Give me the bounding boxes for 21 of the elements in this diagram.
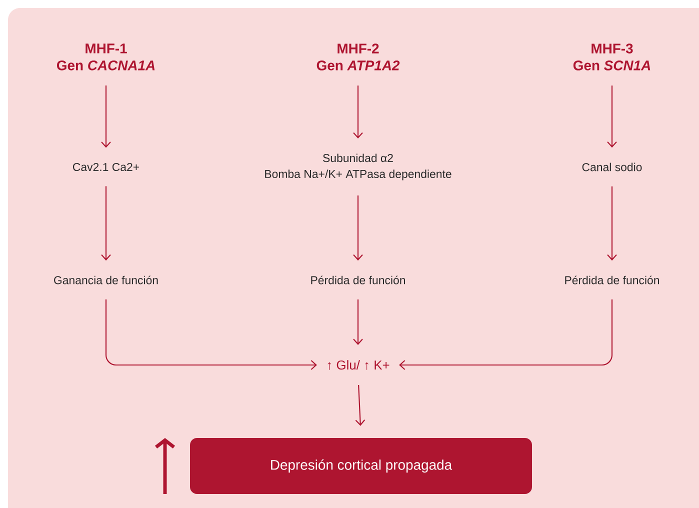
- gene-heading: MHF-2 Gen ATP1A2: [316, 44, 400, 70]
- arrow: [353, 195, 363, 261]
- arrow: [101, 85, 111, 148]
- arrow: [101, 186, 111, 261]
- gene-heading: MHF-1 Gen CACNA1A: [57, 44, 155, 70]
- arrow: [353, 299, 363, 345]
- result-text: ↑ Glu/ ↑ K+: [328, 360, 390, 370]
- step-text: Pérdida de función: [311, 276, 405, 284]
- step-text: Canal sodio: [582, 162, 642, 172]
- arrow: [353, 86, 363, 139]
- step-text: Subunidad α2 Bomba Na+/K+ ATPasa dependiente: [265, 154, 452, 180]
- step-text: Pérdida de función: [565, 276, 659, 284]
- outcome-box: Depresión cortical propagada: [190, 438, 532, 494]
- step-text: Ganancia de función: [54, 276, 158, 284]
- gene-heading: MHF-3 Gen SCN1A: [573, 44, 650, 70]
- arrow: [105, 299, 317, 370]
- arrow: [607, 86, 617, 148]
- arrow: [607, 186, 617, 261]
- arrow: [355, 384, 366, 426]
- step-text: Cav2.1 Ca2+: [73, 162, 140, 172]
- arrow: [399, 299, 613, 370]
